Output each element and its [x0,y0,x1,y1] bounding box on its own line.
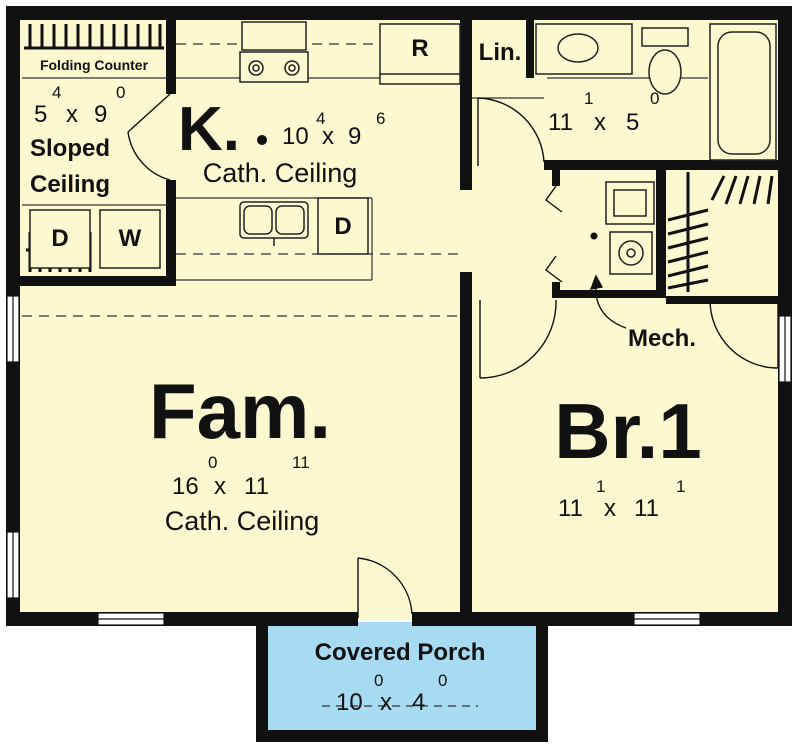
fixtures [29,21,777,275]
center-wall-lower [460,272,472,622]
wall-bottom-left [6,612,358,626]
porch-wall-bottom [256,730,548,742]
family-dim-a-sup: 0 [208,453,217,472]
washer-label: W [119,225,142,252]
laundry-dim-x: x [66,101,78,128]
kitchen-dim-b: 9 [348,123,361,150]
bedroom-dim-x: x [604,495,616,522]
bath-dim-x: x [594,109,606,136]
porch-dim-a-sup: 0 [374,671,383,690]
family-dim-b: 11 [244,473,269,500]
kitchen-ceiling: Cath. Ceiling [203,158,358,188]
refrigerator-label: R [411,35,428,62]
porch-label: Covered Porch [315,639,486,666]
porch-wall-right [536,622,548,740]
linen-wall [526,20,534,78]
family-dim-b-sup: 11 [292,453,310,472]
kitchen-dim-a-sup: 4 [316,109,325,128]
laundry-wall-bottom [20,276,176,286]
bedroom-dim-b-sup: 1 [676,477,685,496]
laundry-door-swing [127,131,171,181]
laundry-wall-right-upper [166,20,176,94]
folding-counter-label: Folding Counter [40,57,149,73]
toilet-bowl [648,49,682,95]
bath-wall-bottom [544,160,778,170]
bath-dim-a: 11 [548,109,573,136]
porch-floor [264,622,540,734]
bedroom-door-swing [479,299,557,379]
bath-door-swing [477,97,545,163]
mech-bifold-top [545,185,563,213]
closet-wall-bottom [666,296,778,304]
kitchen-dim-b-sup: 6 [376,109,385,128]
kitchen-dim-a: 10 [282,123,309,150]
doors [127,93,779,618]
bath-dim-b: 5 [626,109,639,136]
mech-dot [590,232,598,240]
dryer [29,209,91,269]
dishwasher [317,197,369,255]
family-dim-a: 16 [172,473,199,500]
lav-sink [557,33,599,63]
center-wall-upper [460,20,472,190]
mech-wall-left-top [552,170,560,186]
porch-dim-b-sup: 0 [438,671,447,690]
front-door-swing [357,557,413,615]
wall-top [6,6,792,20]
porch-dim-b: 4 [412,689,425,716]
family-dim-x: x [214,473,226,500]
closet-door-swing [709,299,779,369]
mech-wall-right [656,170,666,298]
bedroom-dim-b: 11 [634,495,659,522]
porch-dim-a: 10 [336,689,363,716]
house-floor [14,14,782,620]
toilet-tank [641,27,689,47]
family-ceiling: Cath. Ceiling [165,506,320,536]
labels: Folding Counter 4 0 5 x 9 Sloped Ceiling… [30,35,702,716]
mech-wall-bottom [556,290,656,298]
porch-dim-x: x [380,689,392,716]
laundry-ceiling-1: Sloped [30,135,110,162]
laundry-dim-b: 9 [94,101,107,128]
mech-arrow-head [589,274,604,290]
kitchen-label: K. [178,95,240,164]
porch-wall-left [256,622,268,740]
dryer-label: D [51,225,68,252]
linen-label: Lin. [479,39,522,66]
family-label: Fam. [149,367,331,455]
windows [6,295,792,626]
dishwasher-label: D [334,213,351,240]
laundry-ceiling-2: Ceiling [30,171,110,198]
laundry-dim-a-sup: 4 [52,83,61,102]
mech-wall-left-bottom [552,282,560,298]
bath-dim-b-sup: 0 [650,89,659,108]
laundry-dim-b-sup: 0 [116,83,125,102]
bedroom-dim-a: 11 [558,495,583,522]
kitchen-dim-x: x [322,123,334,150]
bedroom-label: Br.1 [554,387,701,475]
washer [99,209,161,269]
bedroom-dim-a-sup: 1 [596,477,605,496]
bath-dim-a-sup: 1 [584,89,593,108]
mech-bifold-bottom [545,255,563,283]
laundry-wall-right-lower [166,180,176,286]
mech-label: Mech. [628,325,696,352]
laundry-dim-a: 5 [34,101,47,128]
kitchen-bullet-dot [257,135,267,145]
floor-fills [14,14,782,734]
